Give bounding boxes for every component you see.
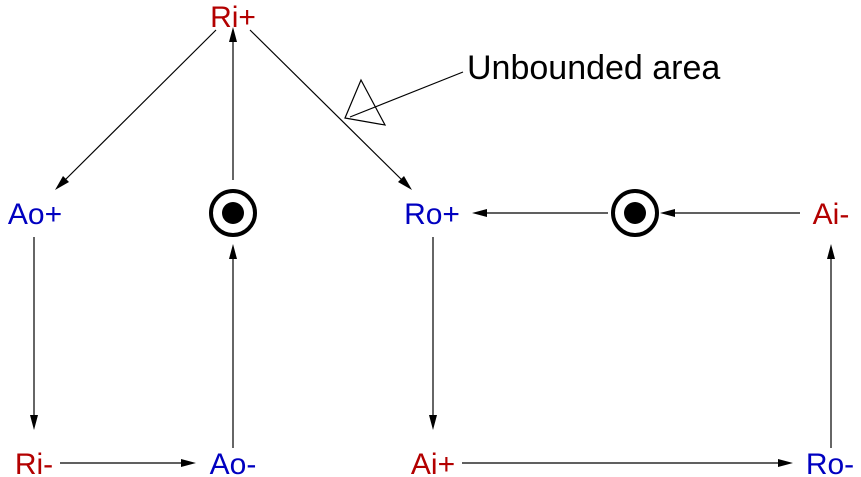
arrowhead [429,415,437,430]
arrowhead [660,209,675,217]
arrowhead [398,176,412,190]
edge-ri-plus-to-ro-plus [249,29,406,184]
node-ri-minus: Ri- [15,448,53,477]
edge-ri-plus-to-ao-plus [61,29,217,184]
node-ro-minus: Ro- [806,448,854,477]
edges [30,27,835,467]
node-ro-plus: Ro+ [404,198,460,231]
arrowhead [229,27,237,42]
arrowhead [181,459,196,467]
arrowhead [30,415,38,430]
token-icon [611,189,659,237]
arrowhead [229,244,237,259]
node-ao-plus: Ao+ [8,198,62,231]
arrowhead [827,244,835,259]
arrowhead [778,459,793,467]
arrowhead [472,209,487,217]
node-ri-plus: Ri+ [210,1,256,34]
callout-arrow-icon [344,71,464,126]
annotation-label: Unbounded area [467,49,720,87]
arrowhead [55,176,69,190]
token-icon [209,189,257,237]
node-ao-minus: Ao- [210,448,257,477]
node-ai-plus: Ai+ [411,448,455,477]
node-ai-minus: Ai- [813,198,850,231]
